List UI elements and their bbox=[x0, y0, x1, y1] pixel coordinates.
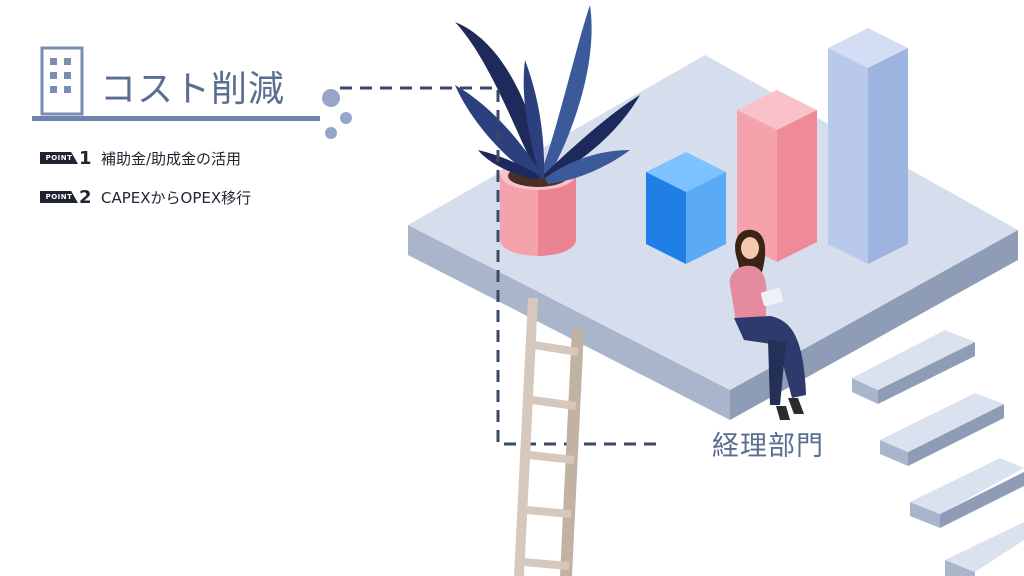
point-number: 2 bbox=[79, 186, 92, 208]
point-tag: POINT bbox=[40, 152, 78, 164]
slide-title: コスト削減 bbox=[100, 69, 286, 110]
point-row-1: POINT 1 補助金/助成金の活用 bbox=[40, 146, 241, 170]
potted-plant bbox=[455, 5, 640, 256]
woman-with-tablet bbox=[729, 229, 806, 420]
decorative-dots bbox=[322, 89, 352, 139]
point-tag: POINT bbox=[40, 191, 78, 203]
point-row-2: POINT 2 CAPEXからOPEX移行 bbox=[40, 185, 251, 209]
bar-pink bbox=[737, 90, 817, 262]
point-number: 1 bbox=[79, 147, 92, 169]
ladder bbox=[514, 298, 584, 576]
title-underline bbox=[32, 116, 320, 121]
bar-light-blue bbox=[828, 28, 908, 264]
floating-steps bbox=[852, 330, 1024, 576]
point-text: 補助金/助成金の活用 bbox=[101, 149, 242, 168]
point-text: CAPEXからOPEX移行 bbox=[101, 188, 252, 207]
office-building-icon bbox=[40, 46, 84, 116]
cube-blue bbox=[646, 152, 726, 264]
department-label: 経理部門 bbox=[712, 431, 824, 462]
